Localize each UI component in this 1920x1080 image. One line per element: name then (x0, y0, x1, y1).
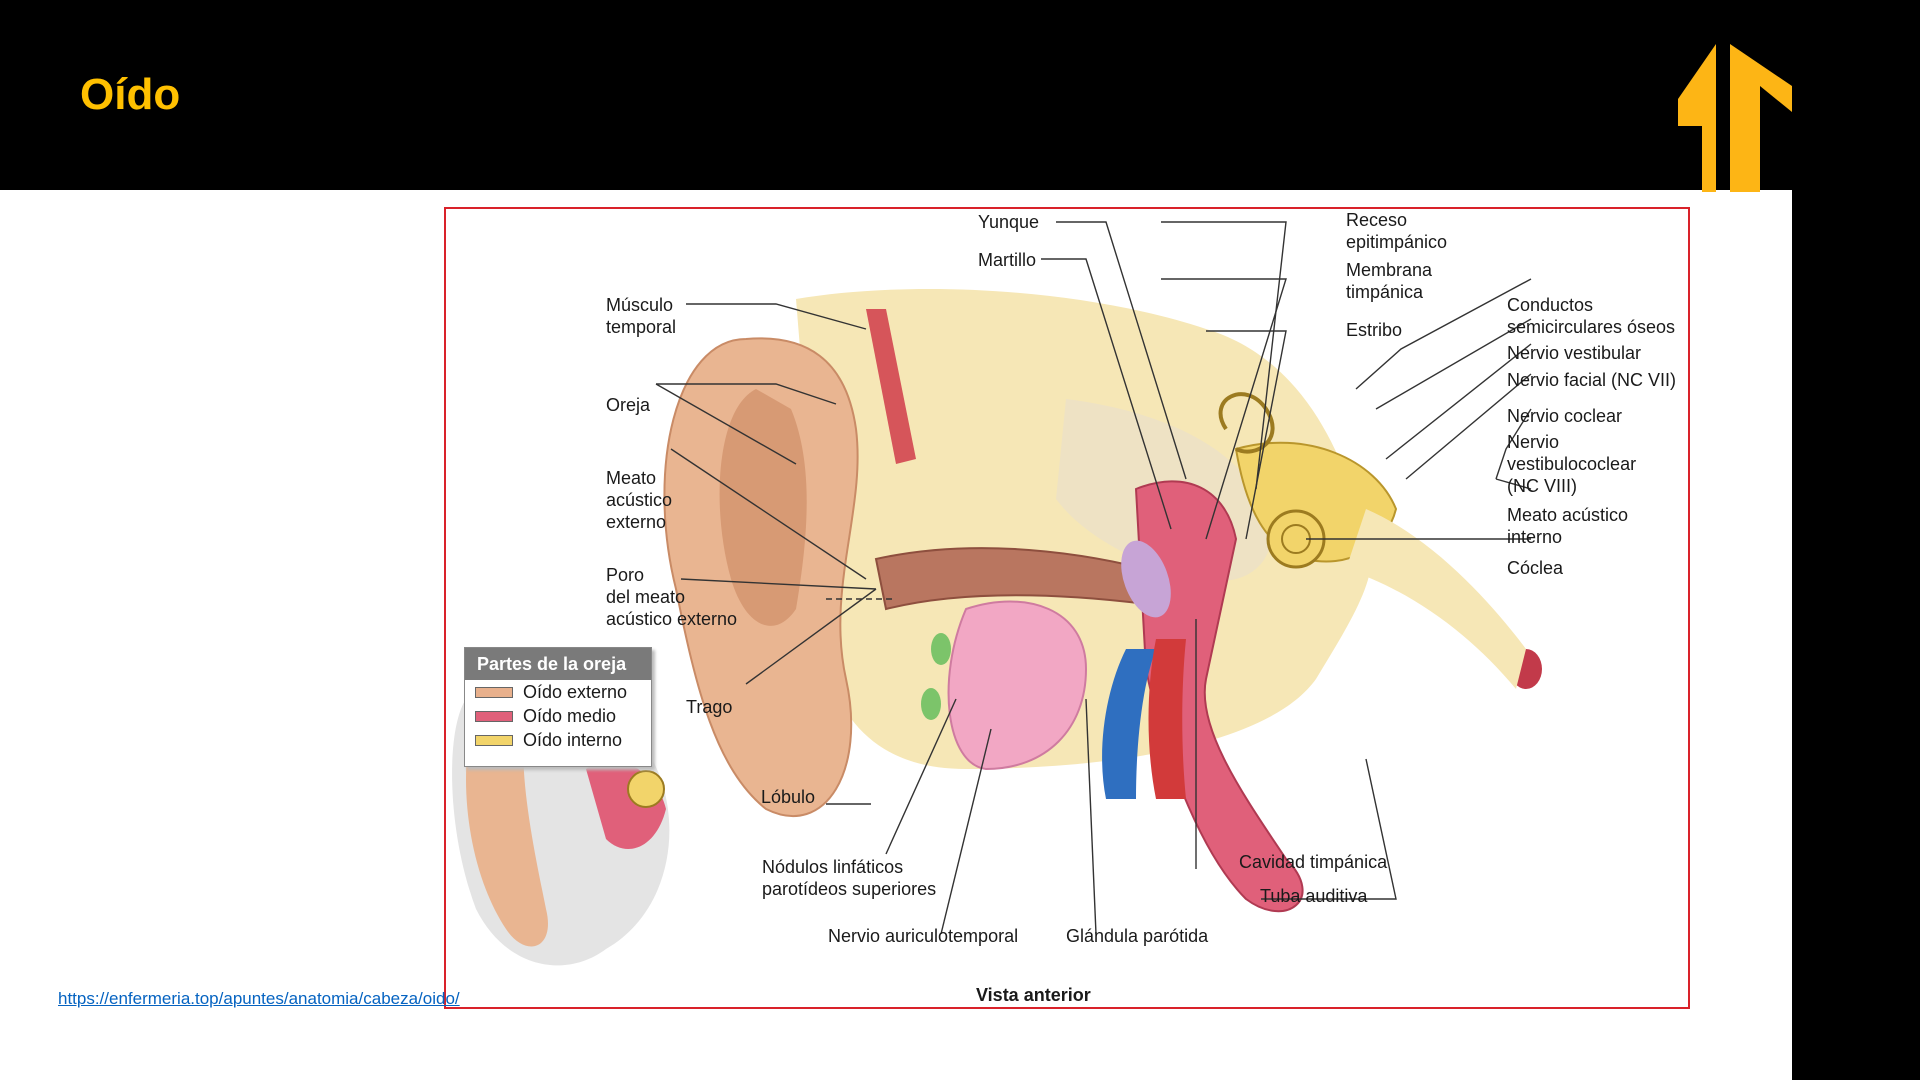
legend-title: Partes de la oreja (465, 648, 651, 680)
legend-label: Oído externo (523, 681, 628, 702)
label-cavidad-timpanica: Cavidad timpánica (1239, 852, 1388, 872)
label-musculo-temporal: Músculo temporal (606, 295, 677, 337)
label-trago: Trago (686, 697, 733, 717)
ear-illustration (452, 221, 1542, 966)
ear-anatomy-figure: Yunque Martillo Receso epitimpánico Memb… (444, 207, 1690, 1009)
label-estribo: Estribo (1346, 320, 1403, 340)
header-bar: Oído (0, 0, 1792, 192)
label-yunque: Yunque (978, 212, 1040, 232)
label-lobulo: Lóbulo (761, 787, 816, 807)
label-vista-anterior: Vista anterior (976, 985, 1091, 1005)
legend-swatch-medio (475, 710, 513, 722)
label-nodulos-linfaticos: Nódulos linfáticos parotídeos superiores (762, 857, 937, 899)
label-tuba-auditiva: Tuba auditiva (1260, 886, 1368, 906)
label-conductos-semicirculares: Conductos semicirculares óseos (1507, 295, 1676, 337)
label-nervio-facial: Nervio facial (NC VII) (1507, 370, 1677, 390)
label-nervio-auriculotemporal: Nervio auriculotemporal (828, 926, 1019, 946)
label-poro-meato: Poro del meato acústico externo (606, 565, 738, 629)
label-coclea: Cóclea (1507, 558, 1564, 578)
label-oreja: Oreja (606, 395, 651, 415)
legend-label: Oído interno (523, 729, 623, 750)
label-nervio-coclear: Nervio coclear (1507, 406, 1623, 426)
label-nervio-vestibulococlear: Nervio vestibulococlear (NC VIII) (1507, 432, 1637, 496)
slide: Oído (0, 0, 1792, 1080)
legend-item: Oído interno (465, 728, 651, 752)
arrows-logo-icon (1678, 44, 1792, 192)
legend-box: Partes de la oreja Oído externo Oído med… (464, 647, 652, 767)
label-membrana-timpanica: Membrana timpánica (1346, 260, 1433, 302)
page-title: Oído (80, 70, 181, 119)
legend-swatch-interno (475, 734, 513, 746)
label-nervio-vestibular: Nervio vestibular (1507, 343, 1642, 363)
label-meato-acustico-externo: Meato acústico externo (606, 468, 673, 532)
source-link[interactable]: https://enfermeria.top/apuntes/anatomia/… (58, 989, 460, 1008)
label-meato-acustico-interno: Meato acústico interno (1507, 505, 1629, 547)
label-martillo: Martillo (978, 250, 1037, 270)
legend-item: Oído medio (465, 704, 651, 728)
label-receso-epitimpanico: Receso epitimpánico (1346, 210, 1448, 252)
label-glandula-parotida: Glándula parótida (1066, 926, 1209, 946)
legend-label: Oído medio (523, 705, 617, 726)
legend-swatch-externo (475, 686, 513, 698)
legend-item: Oído externo (465, 680, 651, 704)
